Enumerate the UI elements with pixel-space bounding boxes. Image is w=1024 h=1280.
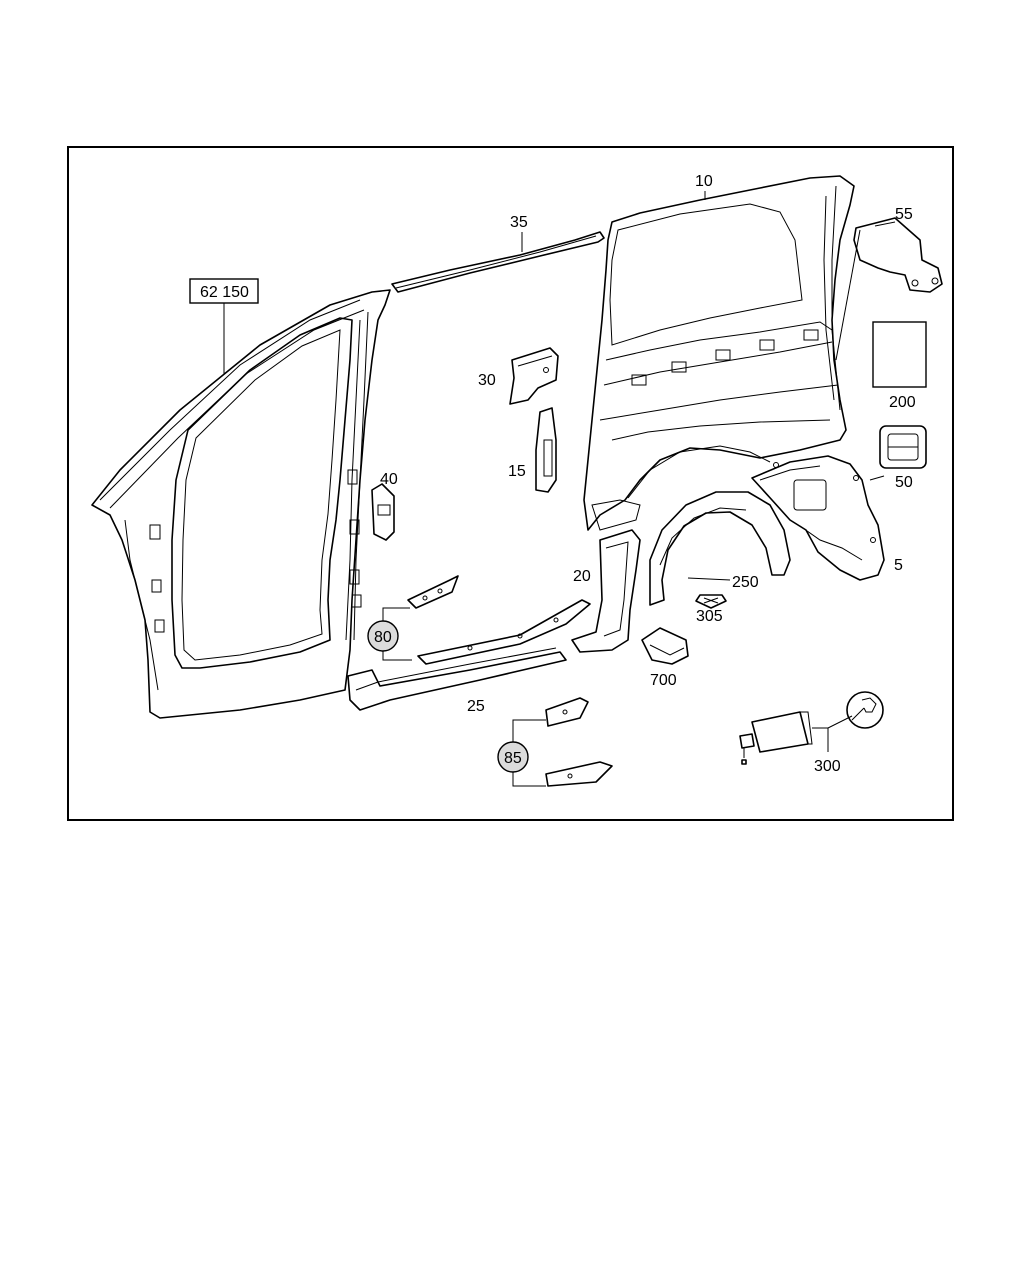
callout-circle-80 — [367, 620, 399, 652]
pillar-lower-20-part[interactable] — [571, 529, 641, 653]
sealant-tube-part[interactable] — [739, 711, 813, 765]
callout-35: 35 — [510, 214, 528, 231]
inner-wheel-arch-part[interactable] — [751, 455, 885, 581]
callout-circle-85 — [497, 741, 529, 773]
callout-20: 20 — [573, 568, 591, 585]
label-sticker-part[interactable] — [872, 321, 927, 388]
fuel-flap-part[interactable] — [879, 425, 927, 469]
roof-rail-part[interactable] — [391, 231, 605, 293]
callout-85: 85 — [504, 750, 522, 767]
callout-10: 10 — [695, 173, 713, 190]
reinforcement-15-part[interactable] — [535, 407, 557, 493]
callout-40: 40 — [380, 471, 398, 488]
callout-305: 305 — [696, 608, 723, 625]
guide-700-part[interactable] — [641, 627, 689, 665]
callout-55: 55 — [895, 206, 913, 223]
fuel-housing-part[interactable] — [853, 217, 943, 293]
front-door-frame-part[interactable] — [91, 289, 391, 719]
callout-5: 5 — [894, 557, 903, 574]
callout-50: 50 — [895, 474, 913, 491]
wrench-icon — [846, 691, 884, 729]
callout-200: 200 — [889, 394, 916, 411]
diagram-frame — [67, 146, 954, 821]
bracket-30-part[interactable] — [509, 347, 559, 405]
sill-reinforcement-80-part[interactable] — [407, 575, 591, 665]
clip-305-part[interactable] — [695, 594, 727, 609]
rocker-panel-part[interactable] — [347, 647, 567, 711]
rear-side-panel-part[interactable] — [583, 175, 855, 531]
callout-15: 15 — [508, 463, 526, 480]
callout-700: 700 — [650, 672, 677, 689]
callout-62150: 62 150 — [200, 284, 249, 301]
callout-25: 25 — [467, 698, 485, 715]
callout-80: 80 — [374, 629, 392, 646]
callout-300: 300 — [814, 758, 841, 775]
latch-40-part[interactable] — [371, 483, 395, 541]
callout-250: 250 — [732, 574, 759, 591]
sill-bracket-85-part[interactable] — [545, 697, 613, 787]
callout-30: 30 — [478, 372, 496, 389]
wheel-arch-liner-part[interactable] — [649, 491, 791, 606]
